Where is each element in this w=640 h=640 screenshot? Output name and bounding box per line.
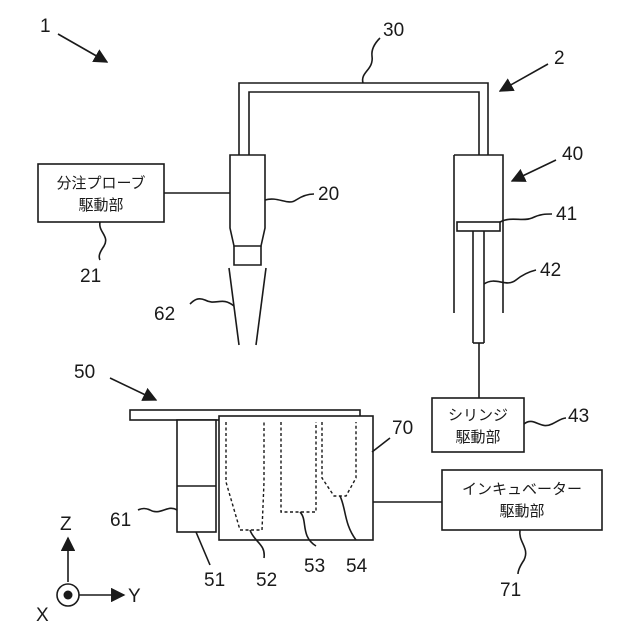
label-42: 42 [540, 260, 561, 281]
label-21: 21 [80, 266, 101, 287]
plunger [457, 222, 500, 231]
label-53: 53 [304, 556, 325, 577]
label-52: 52 [256, 570, 277, 591]
label-61: 61 [110, 510, 131, 531]
label-2: 2 [554, 48, 565, 69]
arrow-mechanism [500, 64, 548, 91]
leader-probe [265, 194, 314, 202]
probe-drive-text-line2: 駆動部 [78, 196, 123, 214]
syringe-drive-text-line1: シリンジ [448, 406, 508, 424]
arrow-system [58, 34, 107, 62]
label-41: 41 [556, 204, 577, 225]
axis-label-y: Y [128, 586, 141, 607]
x-axis-dot [64, 591, 73, 600]
leader-probe-drive [99, 222, 105, 260]
axis-label-z: Z [60, 514, 72, 535]
incubator-drive-unit-box [442, 470, 602, 530]
leader-syringe-drive [524, 418, 566, 426]
label-1: 1 [40, 16, 51, 37]
axis-label-x: X [36, 605, 49, 626]
label-71: 71 [500, 580, 521, 601]
part-51 [177, 420, 216, 532]
leader-plunger [500, 214, 552, 222]
leader-tube [363, 38, 380, 83]
leader-incubator [372, 438, 390, 452]
syringe [454, 155, 503, 398]
incubator-drive-text-line1: インキュベーター [462, 480, 582, 498]
leader-tip [190, 299, 234, 306]
label-43: 43 [568, 406, 589, 427]
leader-incubator-drive [518, 530, 526, 574]
tube [239, 83, 488, 155]
arrow-stage [110, 378, 156, 400]
incubator-box [219, 416, 373, 540]
leader-rod [484, 270, 536, 284]
syringe-drive-text-line2: 駆動部 [455, 428, 500, 446]
pipette-tip [229, 268, 266, 345]
label-51: 51 [204, 570, 225, 591]
leader-51 [196, 532, 210, 565]
label-70: 70 [392, 418, 413, 439]
arrow-syringe [512, 160, 556, 181]
dispensing-probe [230, 155, 265, 265]
probe-drive-text-line1: 分注プローブ [56, 174, 145, 192]
label-30: 30 [383, 20, 404, 41]
label-40: 40 [562, 144, 583, 165]
label-54: 54 [346, 556, 368, 577]
leader-61 [138, 508, 177, 511]
label-62: 62 [154, 304, 175, 325]
incubator-drive-text-line2: 駆動部 [499, 502, 544, 520]
label-20: 20 [318, 184, 339, 205]
label-50: 50 [74, 362, 95, 383]
